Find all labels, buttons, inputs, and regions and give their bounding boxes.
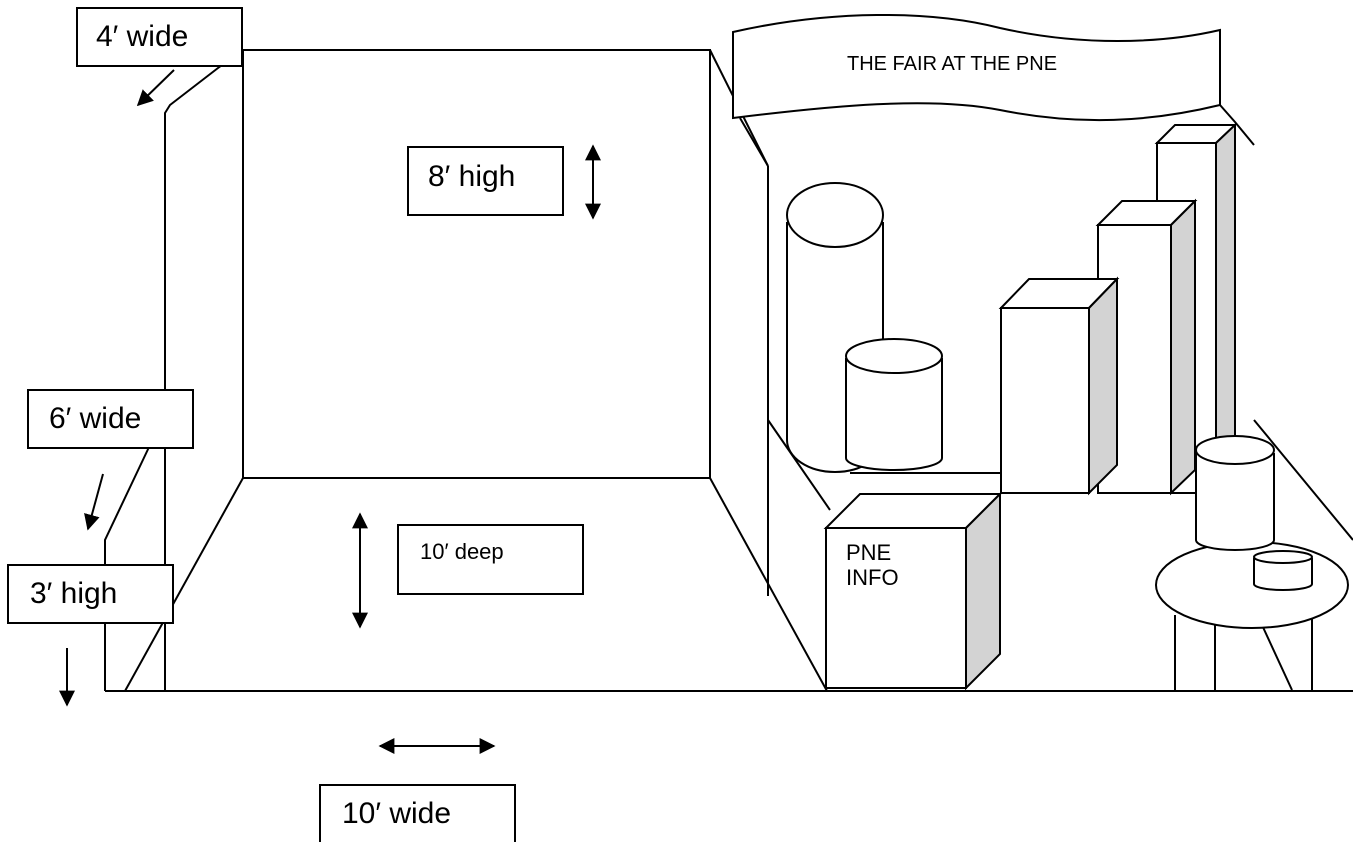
table-top bbox=[1155, 541, 1349, 629]
arrow-6-wide bbox=[84, 473, 104, 531]
label-box-3-high bbox=[7, 564, 174, 624]
label-10-wide: 10′ wide bbox=[342, 797, 452, 830]
table-cylinder-tall bbox=[1195, 435, 1275, 551]
floor-left-edge bbox=[124, 477, 244, 692]
banner-support bbox=[739, 104, 1255, 167]
label-box-8-high bbox=[407, 146, 564, 216]
block-short bbox=[998, 276, 1120, 496]
info-box-text-line2: INFO bbox=[846, 565, 899, 590]
floor-right-edge bbox=[709, 477, 828, 692]
front-half-wall bbox=[104, 444, 151, 691]
booth-floor bbox=[105, 419, 1353, 692]
label-6-wide: 6′ wide bbox=[49, 402, 142, 435]
label-10-deep: 10′ deep bbox=[420, 539, 504, 564]
display-platform-edge bbox=[767, 419, 1353, 541]
info-box-text-line1: PNE bbox=[846, 540, 892, 565]
label-3-high: 3′ high bbox=[30, 577, 118, 610]
label-4-wide: 4′ wide bbox=[96, 20, 189, 53]
label-box-10-wide bbox=[319, 784, 516, 842]
left-side-wall bbox=[164, 49, 244, 690]
table-legs bbox=[1174, 615, 1313, 691]
table-cylinder-small bbox=[1253, 550, 1313, 591]
short-cylinder bbox=[845, 338, 943, 471]
label-box-4-wide bbox=[76, 7, 243, 67]
round-table bbox=[1155, 435, 1349, 691]
booth-walls bbox=[104, 49, 769, 691]
back-wall bbox=[242, 49, 711, 479]
arrow-4-wide bbox=[136, 69, 175, 107]
pne-info-box bbox=[823, 491, 1003, 691]
label-box-6-wide bbox=[27, 389, 194, 449]
label-8-high: 8′ high bbox=[428, 160, 516, 193]
label-box-10-deep bbox=[397, 524, 584, 595]
banner-text: THE FAIR AT THE PNE bbox=[847, 53, 1058, 75]
